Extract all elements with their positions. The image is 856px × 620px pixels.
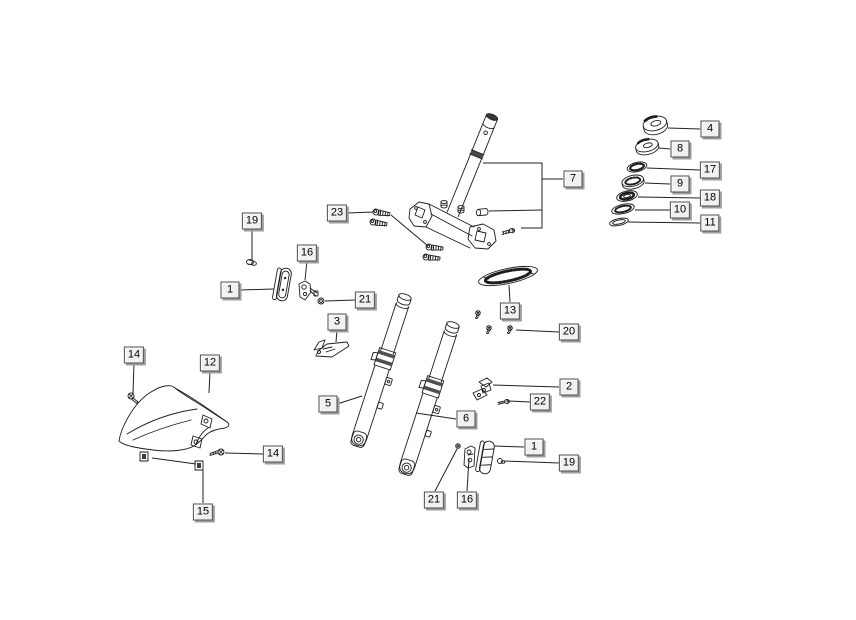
callout-13[interactable]: 13 xyxy=(499,302,521,320)
callout-11[interactable]: 11 xyxy=(700,214,720,232)
link-line-23 xyxy=(390,214,429,247)
callout-7[interactable]: 7 xyxy=(563,170,583,188)
stem-nut xyxy=(475,208,489,217)
stem-bolt xyxy=(501,227,516,235)
leader-line-14-b xyxy=(224,452,264,455)
callout-23[interactable]: 23 xyxy=(326,204,348,222)
callout-19-b[interactable]: 19 xyxy=(558,454,580,472)
part-reflector-1-a xyxy=(272,267,292,302)
part-race-17 xyxy=(626,161,648,173)
callout-5[interactable]: 5 xyxy=(318,395,338,413)
leader-line-18 xyxy=(637,196,701,199)
callout-16-a[interactable]: 16 xyxy=(296,244,318,262)
nut-19-b xyxy=(497,458,506,464)
callout-17[interactable]: 17 xyxy=(699,161,721,179)
leader-line-17 xyxy=(646,167,701,171)
callout-22[interactable]: 22 xyxy=(529,393,551,411)
leader-line-19-b xyxy=(503,460,560,464)
part-steering-column-7 xyxy=(408,113,516,250)
callout-18[interactable]: 18 xyxy=(699,189,721,207)
part-top-nut-4 xyxy=(642,115,669,136)
leader-line-2 xyxy=(492,384,560,388)
part-race-10 xyxy=(611,203,635,215)
leader-line-8 xyxy=(658,147,671,150)
callout-1-a[interactable]: 1 xyxy=(220,281,240,299)
callout-19-a[interactable]: 19 xyxy=(241,212,263,230)
leader-lines xyxy=(132,127,701,503)
callout-12[interactable]: 12 xyxy=(199,354,221,372)
leader-line-6 xyxy=(415,412,457,420)
part-reflector-1-b xyxy=(475,440,495,475)
nut-21-a xyxy=(317,297,325,305)
leader-line-16-a xyxy=(304,260,308,281)
nut-19-a xyxy=(246,258,257,266)
bracket-line-7-mid xyxy=(488,209,543,212)
leader-line-13 xyxy=(508,284,511,303)
part-bracket-2 xyxy=(472,377,493,401)
part-race-9 xyxy=(621,174,645,190)
leader-line-16-b xyxy=(466,458,470,492)
leader-line-21-a xyxy=(324,299,356,302)
callout-15[interactable]: 15 xyxy=(192,503,214,521)
screw-14-b xyxy=(209,448,225,456)
callout-2[interactable]: 2 xyxy=(559,378,579,396)
callout-21-b[interactable]: 21 xyxy=(423,491,445,509)
part-bracket-16-b xyxy=(463,445,476,469)
callout-1-b[interactable]: 1 xyxy=(524,438,544,456)
leader-line-22 xyxy=(508,400,531,403)
leader-line-12 xyxy=(208,370,211,394)
callout-9[interactable]: 9 xyxy=(670,175,690,193)
leader-line-5 xyxy=(336,395,363,405)
callout-10[interactable]: 10 xyxy=(669,201,691,219)
leader-line-3 xyxy=(335,329,338,343)
part-bracket-16-a xyxy=(298,280,319,301)
leader-line-4 xyxy=(667,127,701,130)
part-seal-8 xyxy=(635,138,660,156)
callout-14-b[interactable]: 14 xyxy=(262,445,284,463)
part-bracket-3 xyxy=(313,339,350,358)
callout-14-a[interactable]: 14 xyxy=(123,346,145,364)
nut-21-b xyxy=(455,443,461,449)
callout-16-b[interactable]: 16 xyxy=(456,491,478,509)
part-bearing-18 xyxy=(616,190,638,202)
leader-line-11 xyxy=(627,221,701,224)
leader-line-21-b xyxy=(434,448,458,492)
leader-line-9 xyxy=(644,182,671,185)
callout-8[interactable]: 8 xyxy=(670,140,690,158)
screw-14-a xyxy=(127,392,139,404)
callout-3[interactable]: 3 xyxy=(327,313,347,331)
part-mudguard-12 xyxy=(118,385,230,452)
leader-line-1-b xyxy=(493,445,525,448)
leader-line-20 xyxy=(515,329,560,333)
leader-line-14-a xyxy=(132,362,135,395)
callout-4[interactable]: 4 xyxy=(700,120,720,138)
callout-21-a[interactable]: 21 xyxy=(354,291,376,309)
leader-line-23 xyxy=(347,211,374,214)
part-washer-11 xyxy=(609,217,629,227)
bracket-line-7 xyxy=(483,162,543,229)
callout-20[interactable]: 20 xyxy=(558,323,580,341)
link-line-15 xyxy=(151,457,197,465)
callout-6[interactable]: 6 xyxy=(456,410,476,428)
leader-line-1-a xyxy=(239,288,275,291)
part-plate-13 xyxy=(478,265,538,287)
